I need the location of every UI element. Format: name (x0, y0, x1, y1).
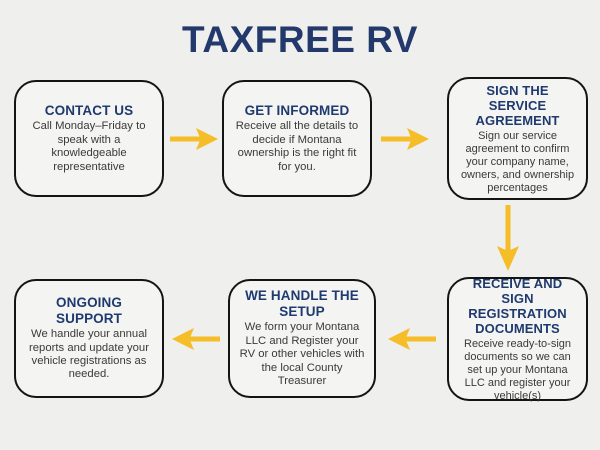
flow-step-heading: WE HANDLE THE SETUP (245, 288, 359, 319)
flow-step-heading: GET INFORMED (244, 102, 350, 118)
flow-step-handle-setup: WE HANDLE THE SETUP We form your Montana… (228, 279, 376, 398)
flow-step-heading: ONGOING SUPPORT (56, 295, 122, 326)
flow-step-body: Receive all the details to decide if Mon… (235, 120, 359, 173)
flow-step-body: Sign our service agreement to confirm yo… (460, 129, 575, 194)
flow-step-sign-agreement: SIGN THE SERVICE AGREEMENT Sign our serv… (447, 77, 588, 200)
flow-step-ongoing-support: ONGOING SUPPORT We handle your annual re… (14, 279, 164, 398)
flow-step-heading: CONTACT US (44, 102, 134, 118)
flow-step-heading: RECEIVE AND SIGN REGISTRATION DOCUMENTS (468, 275, 567, 336)
arrow-right-icon (381, 128, 429, 150)
arrow-down-icon (497, 205, 519, 271)
flow-step-body: We handle your annual reports and update… (29, 328, 149, 381)
arrow-left-icon (388, 328, 436, 350)
page-title: TAXFREE RV (182, 19, 418, 60)
flow-step-body: We form your Montana LLC and Register yo… (239, 321, 365, 388)
arrow-left-icon (172, 328, 220, 350)
flow-step-body: Call Monday–Friday to speak with a knowl… (32, 120, 146, 173)
flow-step-heading: SIGN THE SERVICE AGREEMENT (475, 82, 560, 128)
flow-step-get-informed: GET INFORMED Receive all the details to … (222, 80, 372, 197)
flow-step-contact-us: CONTACT US Call Monday–Friday to speak w… (14, 80, 164, 197)
arrow-right-icon (170, 128, 218, 150)
flow-step-body: Receive ready-to-sign documents so we ca… (464, 337, 571, 402)
flow-step-receive-docs: RECEIVE AND SIGN REGISTRATION DOCUMENTS … (447, 275, 588, 402)
